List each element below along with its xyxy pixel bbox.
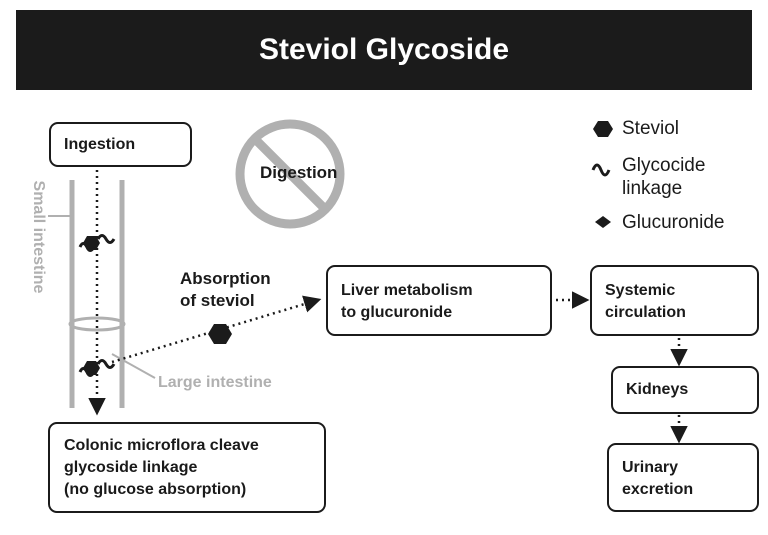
glycoside-linkage-icon [591, 163, 611, 177]
absorption-label: Absorption of steviol [180, 269, 271, 310]
legend-steviol-label: Steviol [622, 118, 680, 139]
systemic-box: Systemic circulation [590, 265, 759, 336]
steviol-icon [208, 324, 232, 344]
ingestion-label: Ingestion [64, 136, 136, 153]
kidneys-box: Kidneys [611, 366, 759, 414]
urinary-label: Urinary excretion [622, 459, 694, 498]
glucuronide-icon [595, 216, 611, 228]
small-intestine-label: Small intestine [30, 180, 47, 294]
intestine-tube [48, 180, 156, 408]
legend-glucuronide-label: Glucuronide [622, 212, 725, 233]
systemic-label: Systemic circulation [605, 282, 686, 321]
steviol-glycoside-molecule-icon [78, 234, 116, 252]
liver-label: Liver metabolism to glucuronide [341, 282, 473, 321]
digestion-label: Digestion [260, 163, 338, 182]
urinary-box: Urinary excretion [607, 443, 759, 512]
title-banner: Steviol Glycoside [16, 10, 752, 90]
kidneys-label: Kidneys [626, 381, 689, 398]
ingestion-box: Ingestion [49, 122, 192, 167]
no-digestion-icon [235, 119, 345, 229]
steviol-icon [593, 121, 613, 137]
colonic-box: Colonic microflora cleave glycoside link… [48, 422, 326, 513]
colonic-label: Colonic microflora cleave glycoside link… [64, 437, 259, 498]
legend-glycoside-label: Glycocide linkage [622, 155, 706, 199]
large-intestine-label: Large intestine [158, 374, 272, 391]
steviol-glycoside-molecule-icon [78, 359, 116, 377]
diagram-title: Steviol Glycoside [258, 33, 510, 66]
liver-box: Liver metabolism to glucuronide [326, 265, 552, 336]
